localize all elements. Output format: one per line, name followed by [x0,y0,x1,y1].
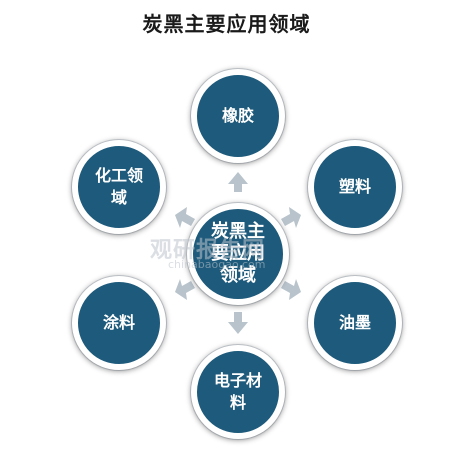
node-coating: 涂料 [72,276,166,370]
node-chemical: 化工领域 [72,140,166,234]
center-node-label: 炭黑主要应用领域 [211,221,265,286]
node-plastic: 塑料 [308,140,402,234]
node-chemical-label: 化工领域 [94,166,143,207]
node-ink-label: 油墨 [338,313,371,332]
arrow-down-icon [228,312,248,334]
node-electronic-label: 电子材料 [213,371,262,412]
arrow-lower-right-icon [281,279,301,300]
arrow-upper-right-icon [281,207,301,228]
arrow-upper-left-icon [175,207,195,228]
node-electronic: 电子材料 [191,345,285,439]
arrow-lower-left-icon [175,279,195,300]
node-rubber-label: 橡胶 [221,106,254,125]
node-coating-label: 涂料 [102,313,135,332]
center-node: 炭黑主要应用领域 [187,203,289,305]
node-ink: 油墨 [308,276,402,370]
arrow-up-icon [228,172,248,192]
diagram-title: 炭黑主要应用领域 [142,12,311,36]
node-rubber: 橡胶 [191,69,285,163]
node-plastic-label: 塑料 [338,177,371,196]
